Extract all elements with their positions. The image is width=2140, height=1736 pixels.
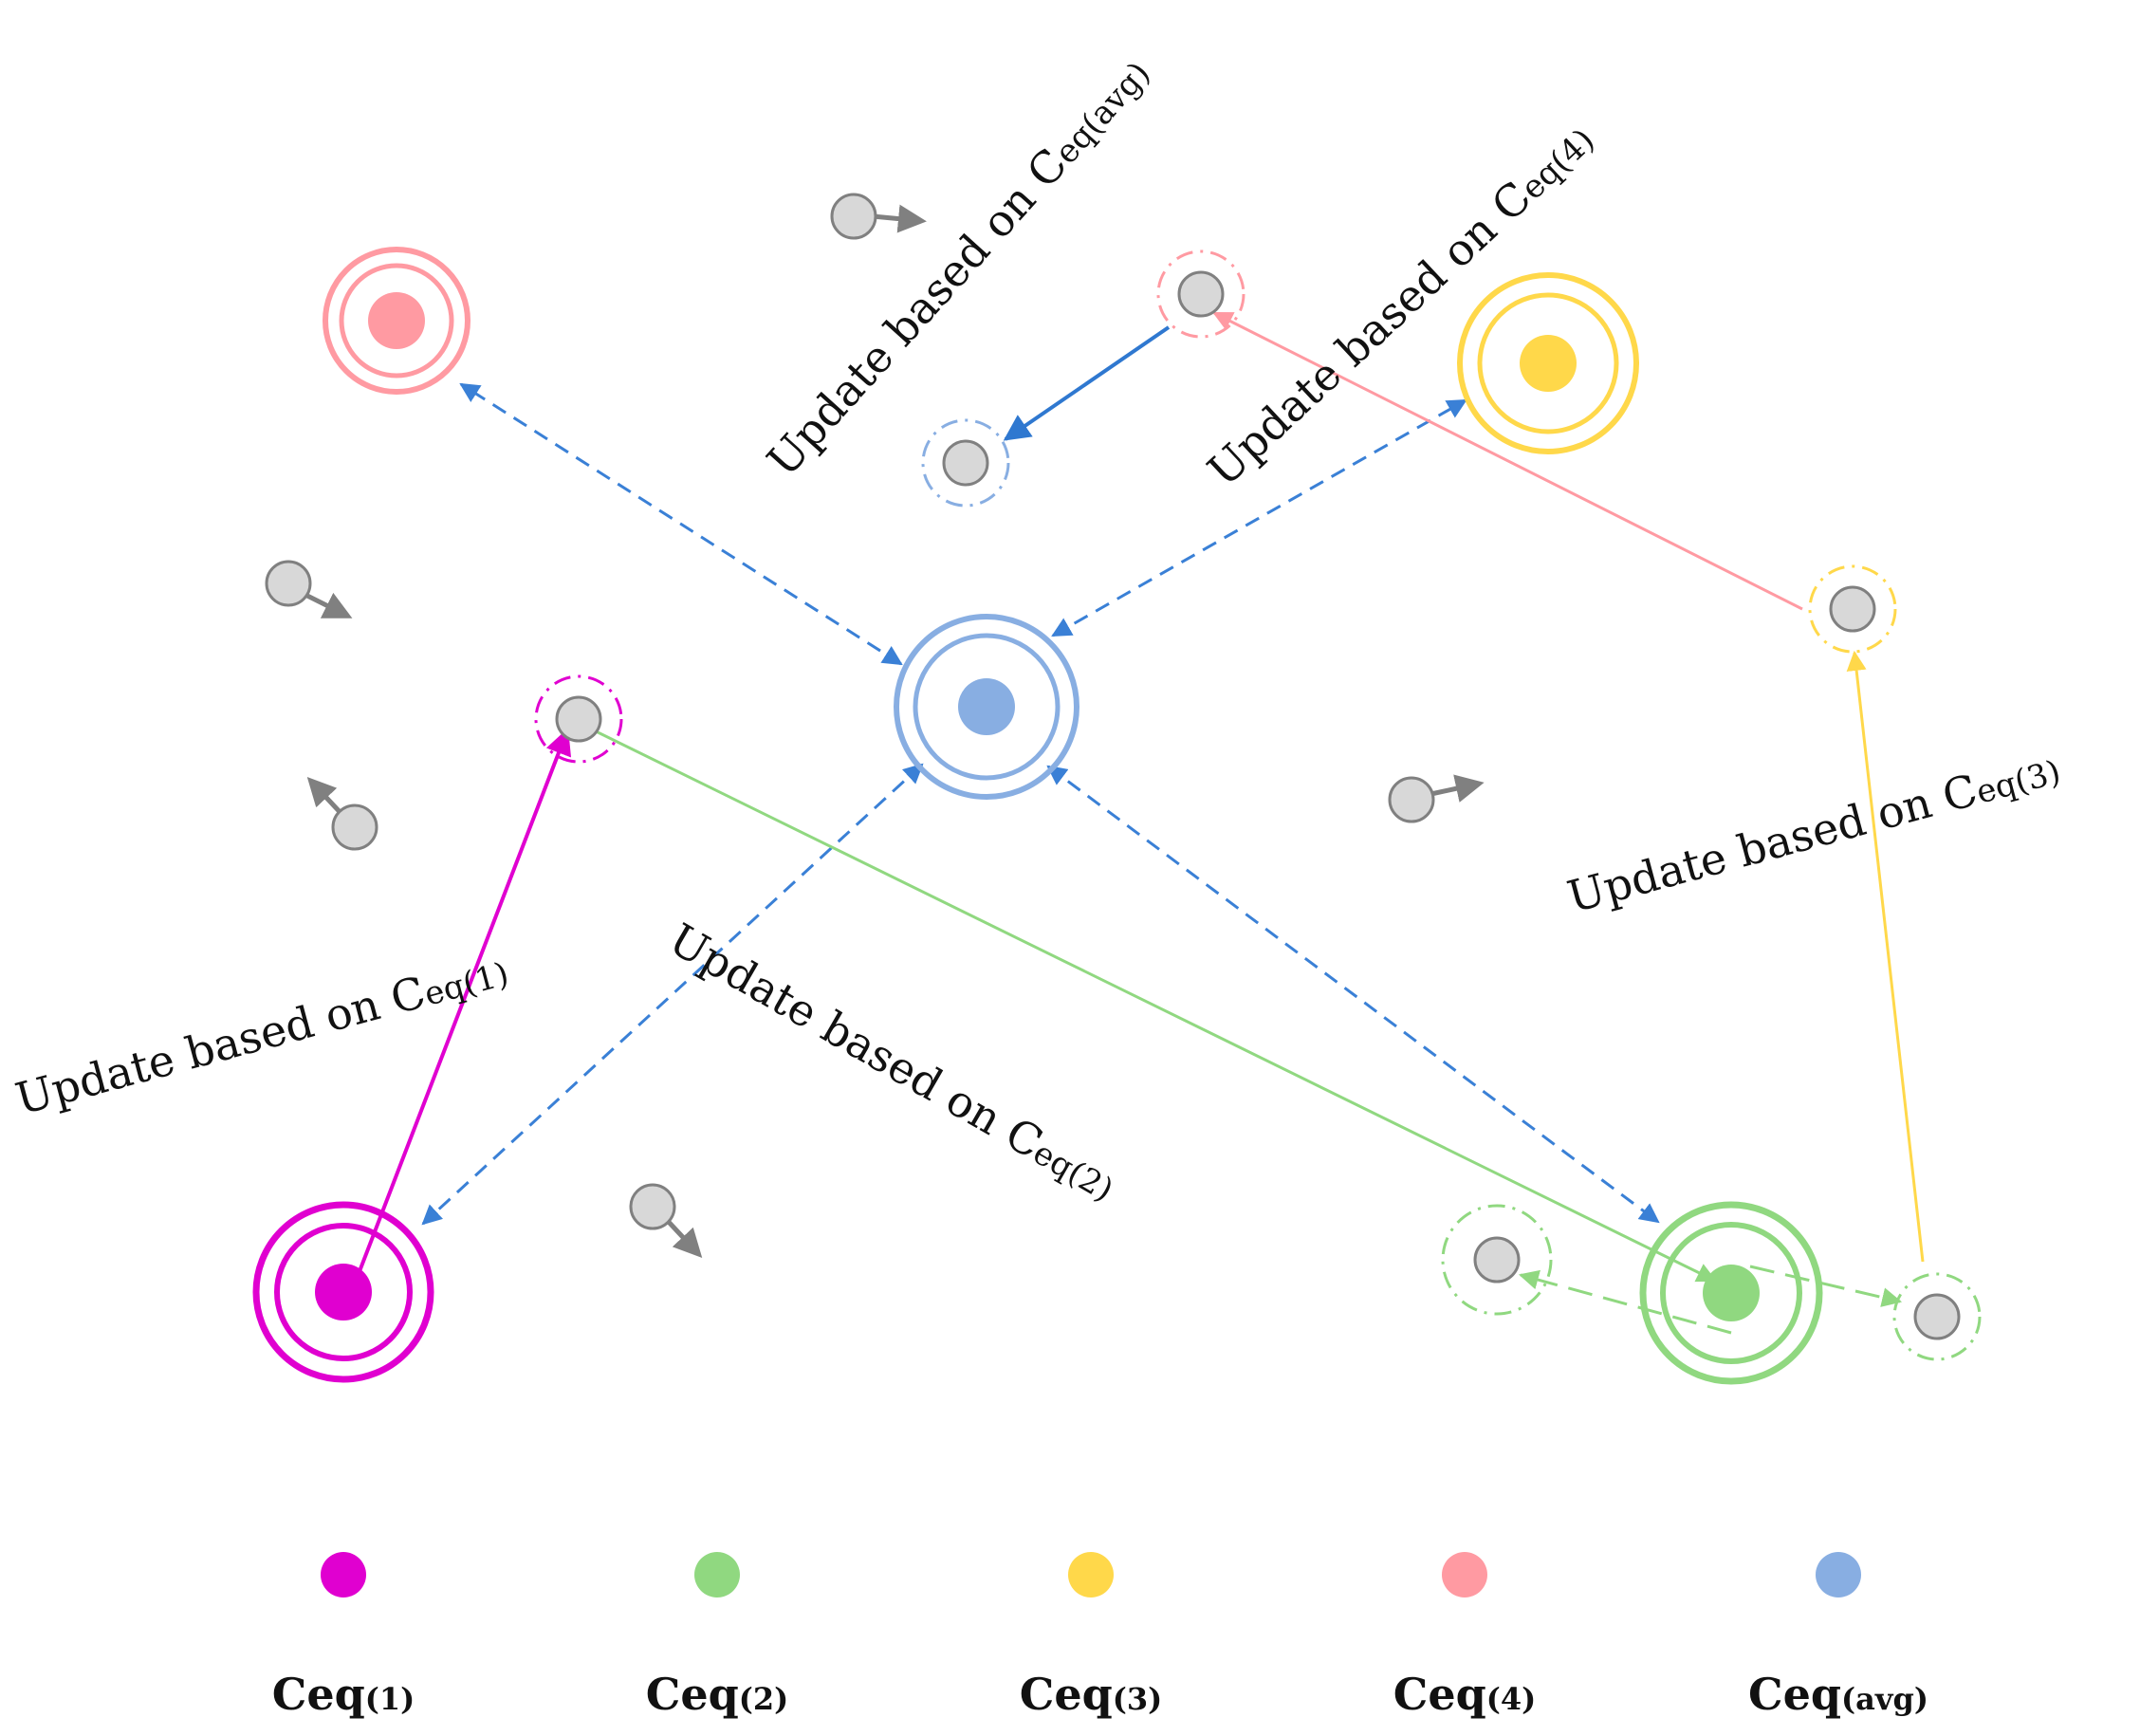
particle-halos bbox=[534, 249, 1982, 1361]
particle bbox=[1473, 1236, 1521, 1284]
legend-swatch bbox=[694, 1552, 740, 1597]
legend-swatch bbox=[1816, 1552, 1861, 1597]
particle bbox=[830, 193, 877, 240]
svg-text:Ceq(1): Ceq(1) bbox=[272, 1669, 415, 1720]
green-dash-arrow-right bbox=[1749, 1265, 1903, 1307]
dashed-link-avg-ceq2 bbox=[1046, 765, 1660, 1224]
target-ceq1 bbox=[252, 1201, 434, 1383]
annotation-sub: eq(2) bbox=[1026, 1134, 1119, 1210]
avg-links bbox=[421, 382, 1660, 1226]
halo-avg-update bbox=[921, 418, 1010, 508]
svg-text:Ceq(4): Ceq(4) bbox=[1393, 1669, 1537, 1720]
halo-ceq2-right bbox=[1892, 1272, 1982, 1361]
svg-text:Update based on Ceq(3): Update based on Ceq(3) bbox=[1562, 742, 2065, 922]
particle bbox=[942, 439, 989, 487]
annotation-update-3: Update based on Ceq(3) bbox=[1562, 742, 2065, 923]
legend-item-ceq4: Ceq(4) bbox=[1393, 1552, 1537, 1720]
legend-item-ceq3: Ceq(3) bbox=[1020, 1552, 1163, 1720]
particle bbox=[629, 1183, 676, 1230]
update-arrow-avg bbox=[1003, 325, 1171, 441]
legend-item-ceqavg: Ceq(avg) bbox=[1748, 1552, 1928, 1720]
halo-ceq3-update bbox=[1808, 564, 1897, 654]
update-arrow-ceq3 bbox=[1846, 650, 1925, 1263]
target-ceq3 bbox=[1457, 272, 1639, 454]
target-ceqavg bbox=[894, 614, 1079, 800]
update-arrow-ceq2 bbox=[580, 722, 1717, 1283]
update-arrow-ceq1 bbox=[355, 728, 572, 1280]
annotation-sub: eq(avg) bbox=[1047, 55, 1157, 172]
particle bbox=[1829, 585, 1876, 633]
legend-item-ceq1: Ceq(1) bbox=[272, 1552, 415, 1720]
halo-ceq4-update bbox=[1156, 249, 1245, 339]
particles bbox=[265, 193, 1961, 1340]
annotation-update-avg: Update based on Ceq(avg) bbox=[757, 47, 1159, 487]
annotation-update-1: Update based on Ceq(1) bbox=[10, 944, 513, 1125]
annotation-prefix: Update based on C bbox=[1198, 172, 1541, 497]
annotation-prefix: Update based on C bbox=[757, 139, 1077, 486]
particle bbox=[555, 695, 602, 743]
annotation-sub: eq(4) bbox=[1514, 121, 1602, 208]
particle bbox=[331, 803, 378, 851]
annotation-sub: eq(3) bbox=[1972, 753, 2064, 812]
annotation-prefix: Update based on C bbox=[1562, 764, 1983, 922]
dashed-link-avg-ceq4 bbox=[459, 382, 903, 666]
svg-text:Update based on Ceq(avg): Update based on Ceq(avg) bbox=[757, 47, 1159, 487]
halo-ceq2-left bbox=[1441, 1204, 1553, 1316]
svg-text:Update based on Ceq(1): Update based on Ceq(1) bbox=[10, 944, 513, 1124]
update-arrow-ceq4 bbox=[1212, 311, 1803, 611]
legend-swatch bbox=[321, 1552, 366, 1597]
target-ceq2 bbox=[1639, 1201, 1823, 1385]
dashed-link-avg-ceq1 bbox=[421, 763, 924, 1226]
svg-text:Ceq(3): Ceq(3) bbox=[1020, 1669, 1163, 1720]
svg-text:Ceq(2): Ceq(2) bbox=[646, 1669, 789, 1720]
particle bbox=[1177, 270, 1225, 318]
legend-item-ceq2: Ceq(2) bbox=[646, 1552, 789, 1720]
annotation-prefix: Update based on C bbox=[661, 914, 1052, 1169]
particle bbox=[1388, 776, 1435, 823]
legend-swatch bbox=[1442, 1552, 1487, 1597]
annotation-sub: eq(1) bbox=[420, 955, 512, 1014]
annotation-prefix: Update based on C bbox=[10, 966, 431, 1124]
particle bbox=[1913, 1293, 1961, 1340]
halo-ceq1-update bbox=[534, 674, 623, 764]
dashed-link-avg-ceq3 bbox=[1051, 398, 1467, 637]
legend: Ceq(1) Ceq(2) Ceq(3) Ceq(4) Ceq(avg) bbox=[272, 1552, 1928, 1720]
target-ceq4 bbox=[323, 247, 470, 395]
legend-swatch bbox=[1068, 1552, 1114, 1597]
svg-text:Ceq(avg): Ceq(avg) bbox=[1748, 1669, 1928, 1720]
update-arrows bbox=[355, 311, 1925, 1335]
particle bbox=[265, 560, 312, 607]
green-dash-arrow-left bbox=[1518, 1269, 1732, 1335]
